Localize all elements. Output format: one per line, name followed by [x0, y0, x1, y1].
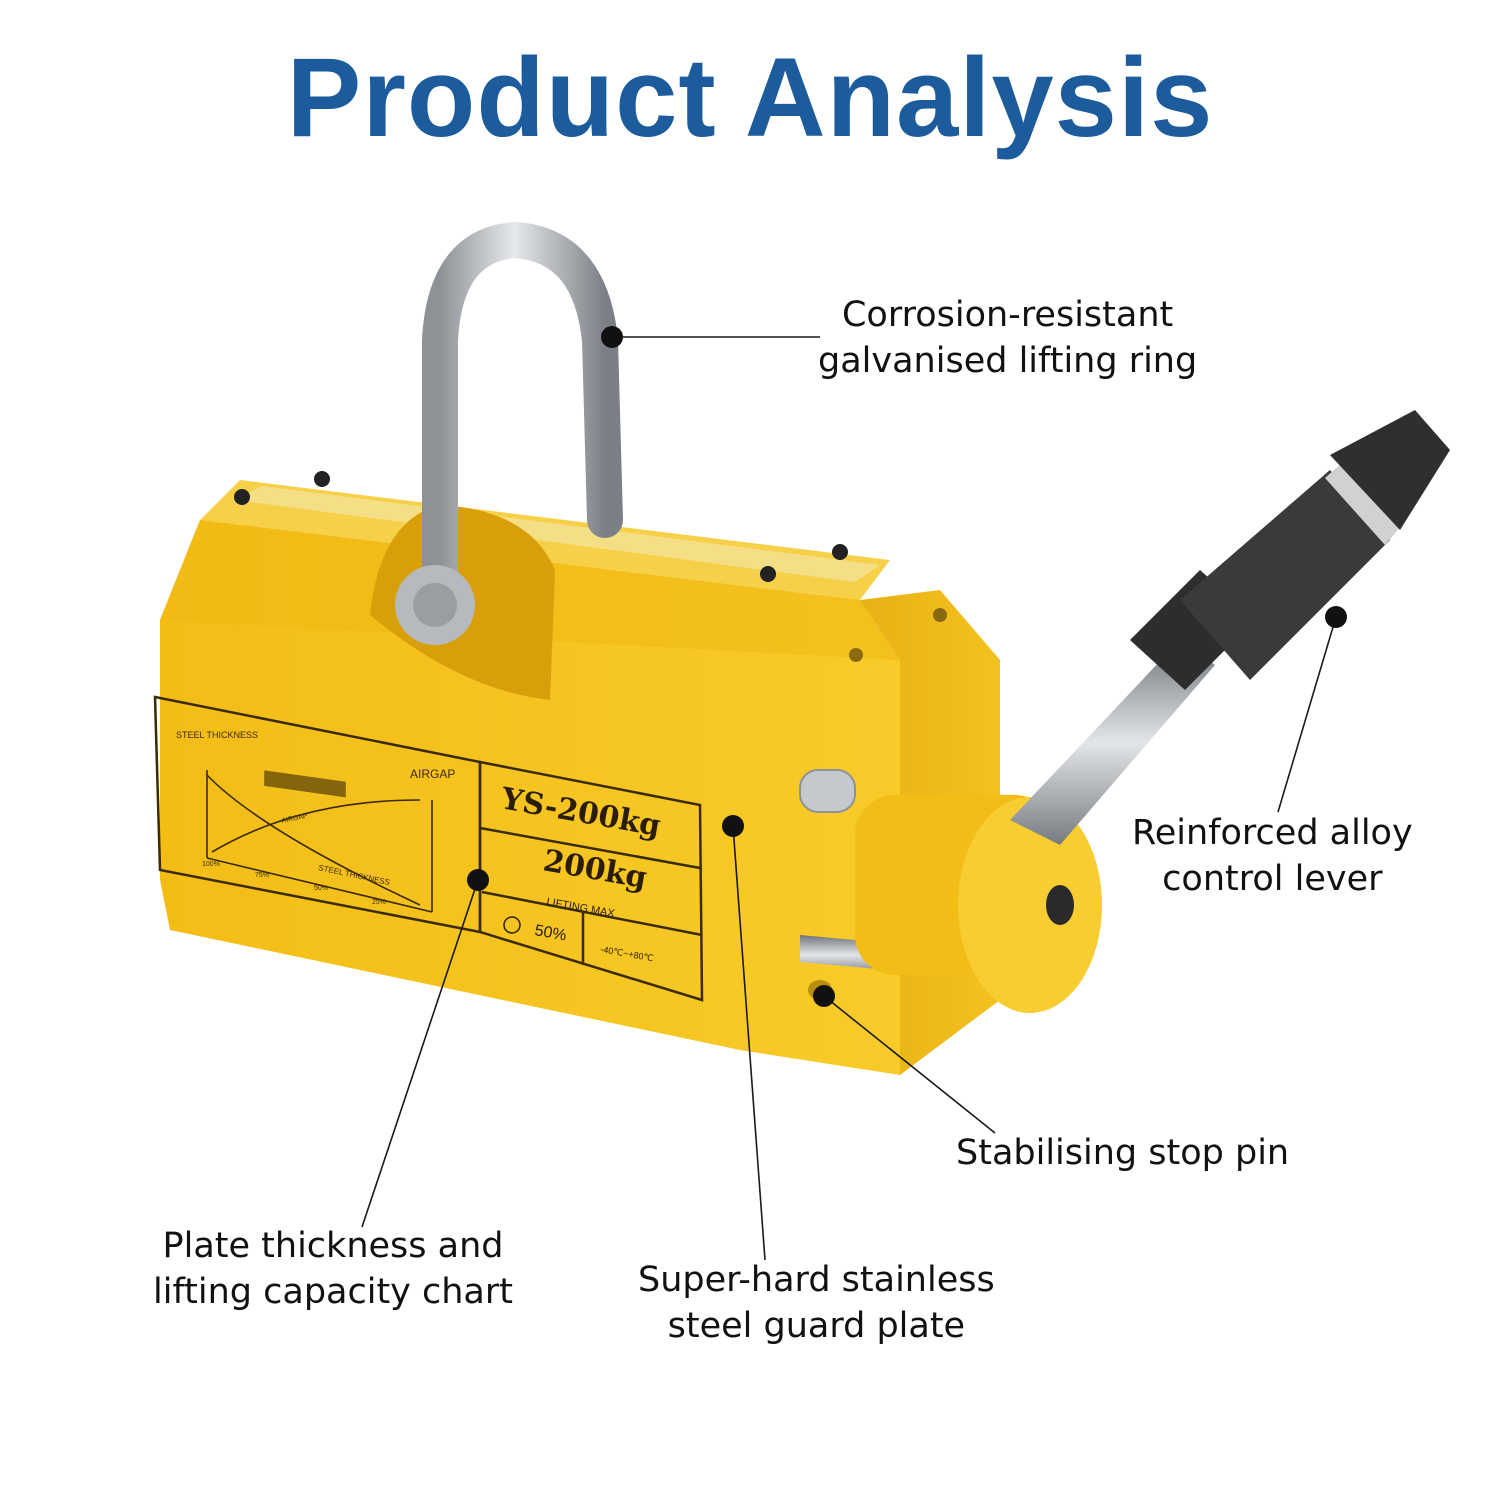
callout-stop-pin: Stabilising stop pin [956, 1130, 1289, 1176]
chart-label-steel-thickness: STEEL THICKNESS [176, 730, 258, 740]
dot-stop-pin [813, 985, 835, 1007]
leader-guard-plate [732, 825, 766, 1261]
nameplate [153, 695, 704, 1002]
control-lever [1010, 410, 1450, 845]
callout-dots [467, 326, 1347, 1007]
leader-chart [361, 879, 479, 1228]
spec-divider [479, 826, 701, 870]
control-hub [799, 769, 1102, 1013]
chart-curve-airgap [211, 799, 421, 853]
thickness-chart-graphic [206, 770, 433, 913]
body-top-label [235, 486, 880, 582]
spec-divider [481, 890, 703, 937]
callout-control-lever: Reinforced alloy control lever [1132, 810, 1413, 902]
callout-line: Super-hard stainless [638, 1260, 995, 1300]
lever-tip [1330, 410, 1450, 530]
leader-stop-pin [823, 995, 996, 1134]
chart-curve-steel [206, 774, 421, 906]
ring-shackle [422, 221, 623, 608]
callout-leaders [361, 336, 1337, 1261]
callout-chart: Plate thickness and lifting capacity cha… [153, 1223, 513, 1315]
chart-hatch [264, 770, 346, 798]
lifting-ring [395, 221, 623, 645]
side-bolt [933, 608, 947, 622]
callout-line: Corrosion-resistant [841, 295, 1174, 335]
side-bolt [849, 648, 863, 662]
ring-pivot-center [413, 583, 457, 627]
chart-tick-label: 25% [372, 899, 386, 906]
top-bolt [314, 471, 330, 487]
dot-lifting-ring [601, 326, 623, 348]
hub-cylinder-socket [1046, 885, 1074, 925]
dot-control-lever [1325, 606, 1347, 628]
lever-grip [1180, 470, 1390, 680]
chart-label-airgap: AIRGAP [410, 767, 455, 781]
stop-pin-upper [799, 769, 856, 813]
chart-tick-label: 75% [255, 872, 269, 879]
callout-line: steel guard plate [667, 1306, 966, 1346]
callout-line: Reinforced alloy [1132, 813, 1413, 853]
hub-cylinder-face [958, 797, 1102, 1013]
page-title: Product Analysis [286, 35, 1214, 160]
chart-tick-label: 100% [202, 861, 220, 868]
top-bolt [832, 544, 848, 560]
chart-tick-label: 50% [314, 885, 328, 892]
lever-rod [1010, 640, 1215, 845]
dot-chart [467, 869, 489, 891]
dot-guard-plate [722, 815, 744, 837]
magnet-body [160, 471, 1000, 1075]
top-bolt [760, 566, 776, 582]
callout-line: lifting capacity chart [153, 1272, 513, 1312]
chart-axis-bottom [206, 857, 433, 913]
weight-icon [503, 916, 521, 934]
lever-grip-band [1325, 460, 1402, 545]
leader-control-lever [1277, 616, 1337, 813]
top-bolt [234, 489, 250, 505]
plate-percent: 50% [533, 922, 567, 944]
callout-guard-plate: Super-hard stainless steel guard plate [638, 1257, 995, 1349]
callout-line: Stabilising stop pin [956, 1133, 1290, 1173]
callout-lifting-ring: Corrosion-resistant galvanised lifting r… [818, 292, 1197, 384]
body-front-face [160, 520, 900, 1075]
callout-line: Plate thickness and [162, 1226, 504, 1266]
callout-line: galvanised lifting ring [818, 341, 1198, 381]
callout-line: control lever [1162, 859, 1383, 899]
